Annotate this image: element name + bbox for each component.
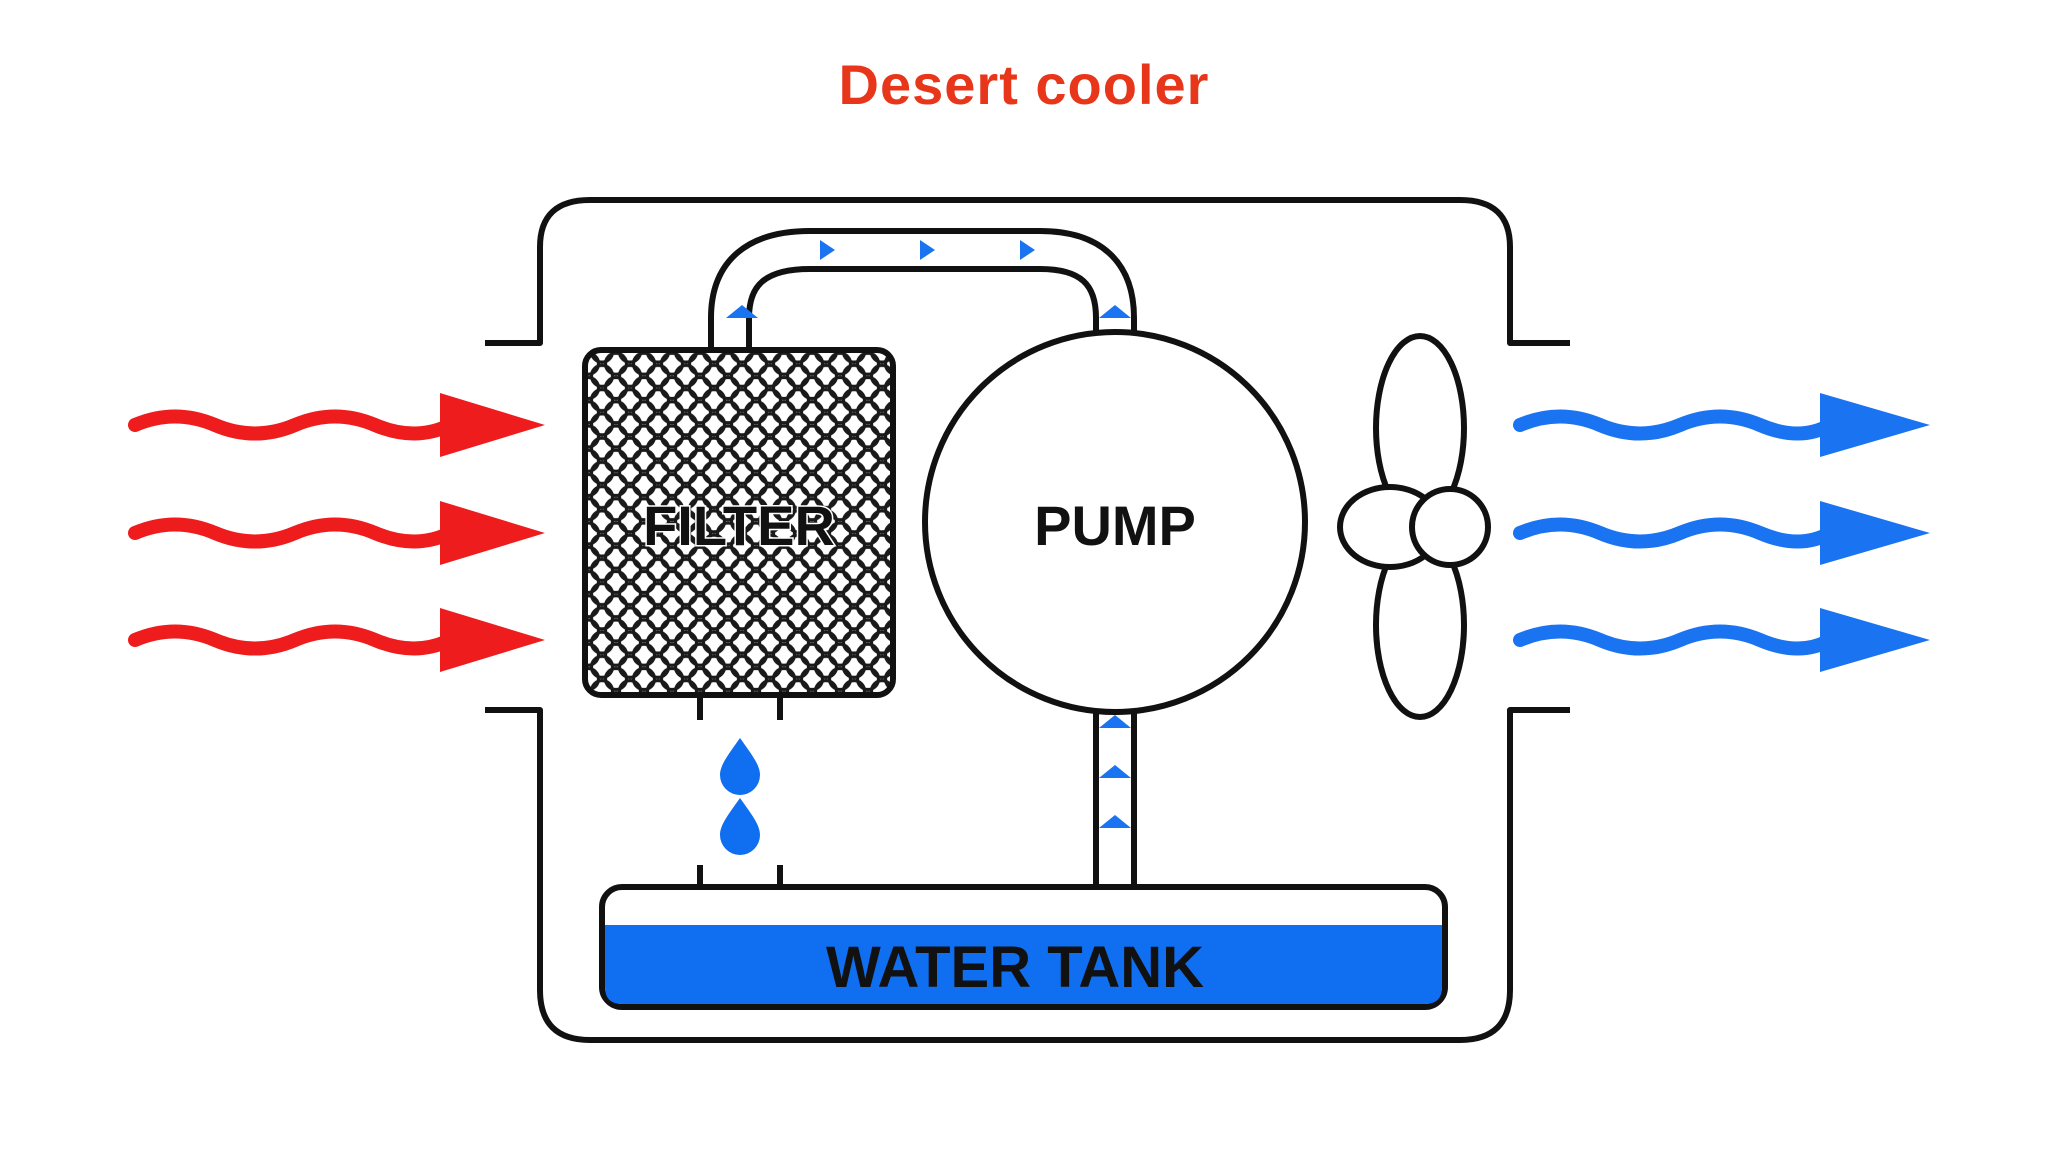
- cool-air-arrow-3: [1513, 608, 1930, 672]
- filter-label: FILTER: [643, 494, 835, 557]
- water-drop-icon: [720, 798, 760, 855]
- hot-air-arrows: [128, 393, 545, 672]
- filter: FILTER: [582, 347, 896, 698]
- water-drops: [720, 738, 760, 855]
- fan-icon: [1337, 333, 1491, 720]
- cool-air-arrow-2: [1513, 501, 1930, 565]
- water-drop-icon: [720, 738, 760, 795]
- cooler-housing: [485, 197, 1570, 1043]
- hot-air-arrow-2: [128, 501, 545, 565]
- page-title: Desert cooler: [838, 53, 1210, 116]
- pump: PUMP: [922, 329, 1308, 715]
- hot-air-arrow-1: [128, 393, 545, 457]
- hot-air-arrow-3: [128, 608, 545, 672]
- cool-air-arrows: [1513, 393, 1930, 672]
- cool-air-arrow-1: [1513, 393, 1930, 457]
- water-tank-label: WATER TANK: [826, 935, 1204, 1000]
- pump-label: PUMP: [1034, 494, 1196, 557]
- water-tank: WATER TANK: [599, 884, 1448, 1010]
